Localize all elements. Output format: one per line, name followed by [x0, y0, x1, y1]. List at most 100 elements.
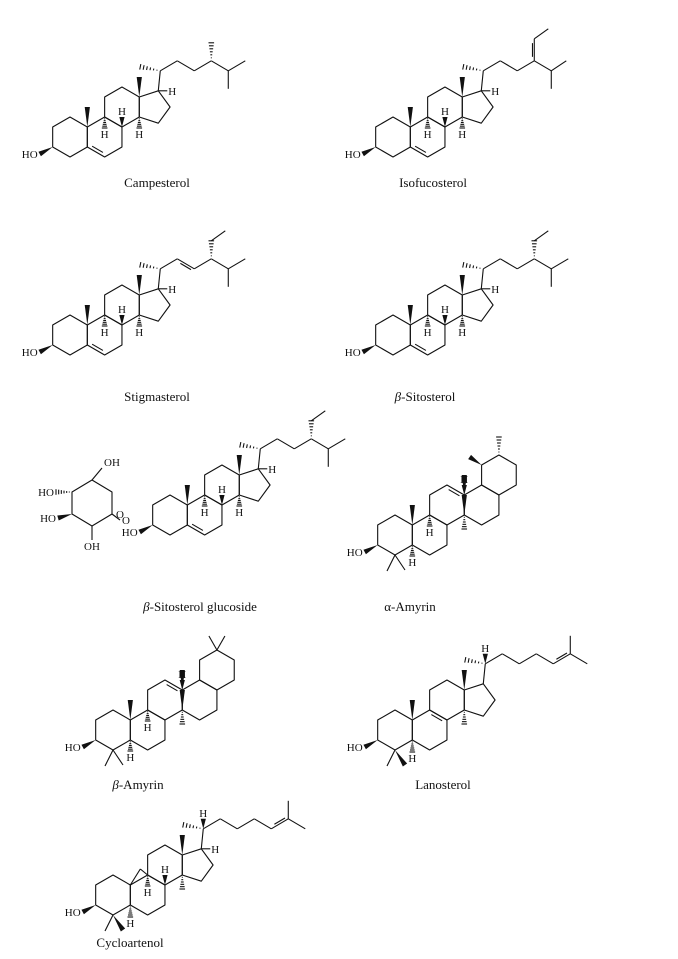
caption-stigmasterol: Stigmasterol	[124, 389, 190, 404]
caption-lanosterol: Lanosterol	[415, 777, 471, 792]
hydrogen-label: H	[144, 722, 152, 734]
bond	[177, 60, 195, 72]
hydrogen-label: H	[201, 507, 209, 519]
bond	[177, 258, 195, 270]
hash-bond	[462, 63, 465, 70]
bond	[257, 448, 261, 469]
hash-bond	[139, 63, 142, 70]
ring	[429, 679, 465, 721]
bond	[294, 438, 312, 450]
bond	[534, 60, 552, 72]
hash-bond	[474, 660, 477, 664]
wedge-bond	[113, 915, 126, 932]
hydrogen-label: H	[460, 474, 468, 486]
bond	[517, 258, 535, 270]
bond	[414, 145, 427, 153]
hydrogen-label: H	[101, 129, 109, 141]
ring	[52, 314, 88, 356]
bond	[237, 818, 255, 830]
wedge-bond	[407, 305, 413, 325]
bond	[211, 60, 229, 72]
wedge-bond	[409, 700, 415, 720]
hash-bond	[465, 65, 468, 70]
wedge-bond	[409, 505, 415, 525]
hydrogen-label: H	[426, 527, 434, 539]
bond	[448, 489, 460, 497]
wedge-bond	[119, 117, 125, 127]
caption-cycloartenol: Cycloartenol	[96, 935, 164, 950]
bond	[414, 343, 427, 351]
bond	[483, 258, 501, 270]
hydrogen-label: H	[441, 304, 449, 316]
bond	[310, 410, 326, 422]
bond	[288, 818, 306, 830]
bond	[104, 749, 114, 767]
wedge-bond	[363, 740, 378, 750]
ring	[461, 90, 494, 124]
bond	[228, 258, 246, 270]
hash-bond	[146, 264, 148, 269]
hydroxyl-label: HO	[65, 742, 81, 754]
hash-bond	[467, 658, 470, 663]
ring	[375, 116, 411, 158]
hydrogen-label: H	[168, 284, 176, 296]
ring	[375, 314, 411, 356]
bond	[519, 653, 537, 665]
bond	[386, 554, 396, 572]
hash-bond	[146, 66, 148, 71]
bond	[328, 438, 346, 450]
bond	[210, 230, 226, 242]
hydrogen-label: H	[481, 643, 489, 655]
hash-bond	[239, 441, 242, 448]
bond	[211, 258, 229, 270]
hydrogen-label: H	[424, 129, 432, 141]
hash-bond	[142, 65, 145, 70]
hydrogen-label: H	[161, 864, 169, 876]
hydroxyl-label: HO	[345, 149, 361, 161]
hydroxyl-label: HO	[347, 547, 363, 559]
hydrogen-label: H	[424, 327, 432, 339]
hydroxyl-label: HO	[345, 347, 361, 359]
hydroxyl-label: HO	[22, 347, 38, 359]
bond	[208, 635, 218, 651]
caption-beta-sitosterol-glucoside: β-Sitosterol glucoside	[143, 599, 257, 614]
hash-bond	[472, 265, 475, 269]
bond	[502, 653, 520, 665]
wedge-bond	[127, 700, 133, 720]
ring	[138, 90, 171, 124]
caption-beta-sitosterol: β-Sitosterol	[394, 389, 456, 404]
ring	[147, 679, 183, 721]
wedge-bond	[184, 485, 190, 505]
wedge-bond	[219, 495, 225, 505]
bond	[112, 749, 124, 766]
bond	[386, 749, 396, 767]
bond	[500, 60, 518, 72]
hydroxyl-label: OH	[84, 541, 100, 553]
ring	[377, 709, 413, 751]
bond	[394, 554, 406, 571]
wedge-bond	[81, 740, 96, 750]
wedge-bond	[200, 818, 206, 829]
hydrogen-label: H	[235, 507, 243, 519]
hydroxyl-label: HO	[65, 907, 81, 919]
bond	[271, 818, 289, 830]
ring	[429, 484, 465, 526]
hydrogen-label: H	[144, 887, 152, 899]
wedge-bond	[482, 653, 488, 664]
hydrogen-label: H	[178, 669, 186, 681]
bond	[220, 818, 238, 830]
wedge-bond	[461, 670, 467, 690]
ring	[238, 468, 271, 502]
hash-bond	[139, 261, 142, 268]
wedge-bond	[84, 107, 90, 127]
wedge-bond	[363, 545, 378, 555]
wedge-bond	[179, 835, 185, 855]
wedge-bond	[119, 315, 125, 325]
hydroxyl-label: HO	[347, 742, 363, 754]
bond	[483, 60, 501, 72]
